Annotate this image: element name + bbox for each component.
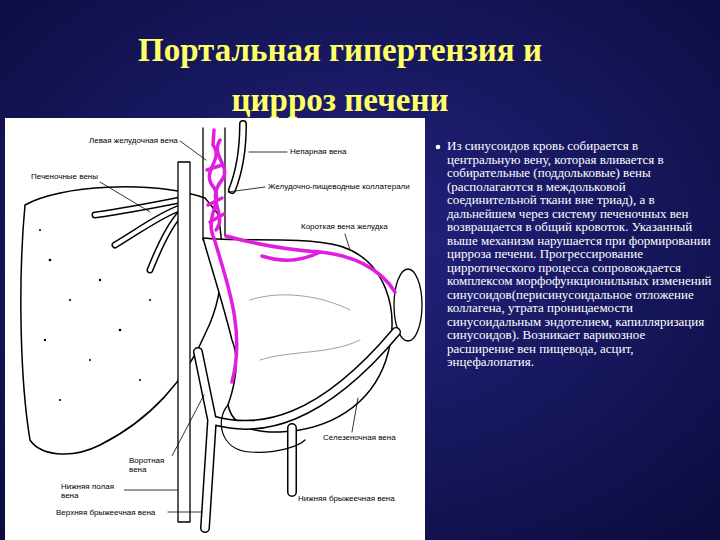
vein-label: Левая желудочная вена <box>88 136 179 145</box>
stomach-outline <box>203 238 392 432</box>
vein-label: Непарная вена <box>289 147 347 156</box>
bullet-dot <box>436 145 441 150</box>
vein-label: Печеночные вены <box>30 172 99 181</box>
vein-label: Нижняя брыжеечная вена <box>297 494 396 503</box>
azygos-vein <box>232 124 243 190</box>
hepatic-veins <box>95 200 180 270</box>
hepatic-veins-lumen <box>95 200 180 270</box>
vein-label: Воротная вена <box>128 456 174 474</box>
vein-label: Верхняя брыжеечная вена <box>55 508 156 517</box>
slide-title: Портальная гипертензия и цирроз печени <box>110 25 570 125</box>
vena-cava <box>178 162 190 522</box>
bullet-text: Из синусоидов кровь собирается в централ… <box>447 139 712 369</box>
azygos-lumen <box>232 124 243 190</box>
vein-label: Короткая вена желудка <box>300 222 389 231</box>
collateral-veins <box>207 130 395 382</box>
leader-lines <box>100 141 358 512</box>
portal-system <box>198 332 396 528</box>
portal-system-lumen <box>198 332 396 528</box>
liver-dots <box>39 229 151 401</box>
stomach-folds <box>250 295 360 360</box>
anatomy-figure <box>21 124 422 528</box>
liver-outline <box>21 187 222 454</box>
duodenum <box>221 405 305 452</box>
vein-label: Селезеночная вена <box>322 433 397 442</box>
vein-label: Нижняя полая вена <box>60 482 124 500</box>
esophagus <box>203 128 225 240</box>
figure-panel <box>5 118 425 540</box>
vein-label: Желудочно-пищеводные коллатерали <box>267 182 411 191</box>
